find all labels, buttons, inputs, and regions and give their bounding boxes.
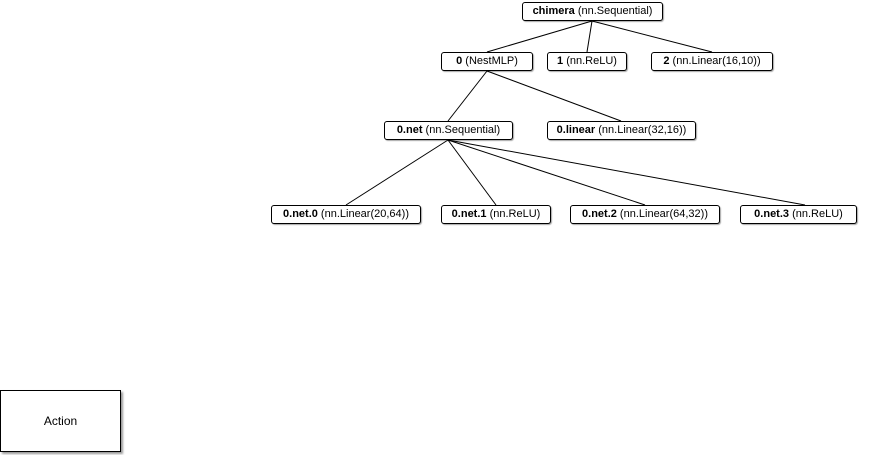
edge-0net-0net3	[447, 139, 806, 206]
node-type: (nn.Sequential)	[574, 5, 653, 17]
node-0-net-1[interactable]: 0.net.1 (nn.ReLU)	[441, 205, 551, 224]
node-id: 1	[557, 55, 564, 67]
edge-0net-0net2	[447, 139, 646, 206]
edge-0-0net	[447, 70, 488, 122]
node-type: (nn.ReLU)	[486, 208, 541, 220]
node-type: (nn.ReLU)	[563, 55, 617, 67]
node-id: 0.net.1	[451, 208, 487, 220]
node-id: 0.net.2	[582, 208, 617, 220]
action-button[interactable]: Action	[0, 390, 121, 452]
edge-0net-0net0	[345, 139, 449, 206]
node-0-net-3[interactable]: 0.net.3 (nn.ReLU)	[740, 205, 857, 224]
node-type: (nn.Linear(20,64))	[317, 208, 409, 220]
edge-chimera-2	[591, 20, 713, 53]
edge-0-0linear	[486, 70, 622, 122]
node-id: 0.linear	[556, 124, 596, 136]
node-id: 0.net.3	[754, 208, 790, 220]
action-button-label: Action	[43, 414, 78, 428]
node-type: (nn.Sequential)	[422, 124, 501, 136]
node-0-net-2[interactable]: 0.net.2 (nn.Linear(64,32))	[570, 205, 720, 224]
edge-chimera-0	[486, 20, 593, 53]
node-id: chimera	[532, 5, 575, 17]
node-2[interactable]: 2 (nn.Linear(16,10))	[651, 52, 773, 71]
node-type: (nn.Linear(32,16))	[595, 124, 687, 136]
node-0[interactable]: 0 (NestMLP)	[441, 52, 533, 71]
node-chimera[interactable]: chimera (nn.Sequential)	[522, 2, 663, 21]
node-type: (NestMLP)	[462, 55, 518, 67]
edge-chimera-1	[586, 20, 593, 53]
node-id: 2	[663, 55, 670, 67]
node-id: 0.net	[396, 124, 423, 136]
node-type: (nn.ReLU)	[789, 208, 843, 220]
node-id: 0	[456, 55, 463, 67]
node-type: (nn.Linear(16,10))	[669, 55, 761, 67]
node-1[interactable]: 1 (nn.ReLU)	[547, 52, 627, 71]
node-0-linear[interactable]: 0.linear (nn.Linear(32,16))	[547, 121, 696, 140]
node-0-net[interactable]: 0.net (nn.Sequential)	[384, 121, 513, 140]
node-0-net-0[interactable]: 0.net.0 (nn.Linear(20,64))	[271, 205, 421, 224]
node-id: 0.net.0	[283, 208, 318, 220]
node-type: (nn.Linear(64,32))	[616, 208, 708, 220]
edge-0net-0net1	[447, 139, 497, 206]
